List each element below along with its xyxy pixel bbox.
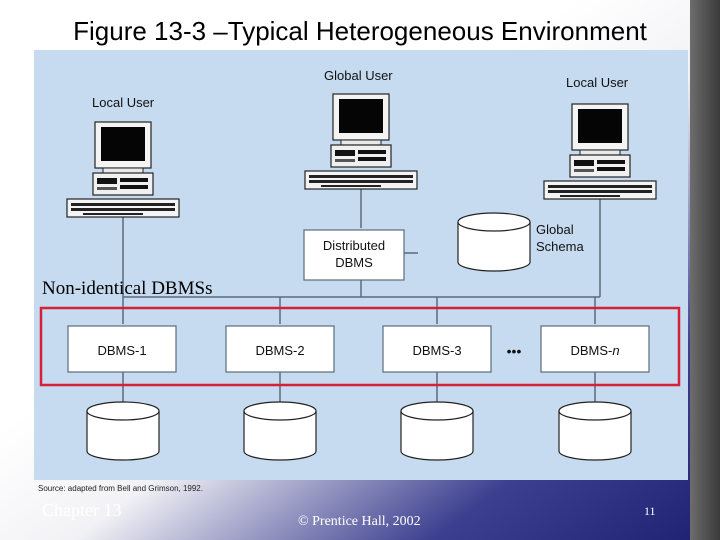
diagram-panel: Local User Global User Local User Distri… [34,50,688,480]
page-number: 11 [644,504,656,518]
database-1-cylinder-icon [86,401,160,461]
distributed-dbms-label-line1: Distributed [323,238,385,253]
slide-title: Figure 13-3 –Typical Heterogeneous Envir… [73,16,647,46]
dbms-2-label: DBMS-2 [255,343,304,358]
database-3-cylinder-icon [400,401,474,461]
global-schema-cylinder-icon [457,212,531,272]
dbms-3-box [382,325,492,373]
dbms-1-label: DBMS-1 [97,343,146,358]
dbms-2-box [225,325,335,373]
source-citation: Source: adapted from Bell and Grimson, 1… [38,484,203,493]
connector-lines [122,188,601,402]
distributed-dbms-label-line2: DBMS [335,255,373,270]
local-user-left-computer-icon [66,121,180,218]
local-user-right-label: Local User [566,75,629,90]
local-user-right-computer-icon [543,103,657,200]
dbms-ellipsis: ••• [507,343,522,359]
slide-side-shadow [690,0,720,540]
global-schema-label-line1: Global [536,222,574,237]
non-identical-dbms-annotation: Non-identical DBMSs [42,278,213,299]
dbms-3-label: DBMS-3 [412,343,461,358]
diagram-canvas: Local User Global User Local User Distri… [39,68,681,461]
database-2-cylinder-icon [243,401,317,461]
local-user-left-label: Local User [92,95,155,110]
dbms-n-box [540,325,650,373]
copyright-notice: © Prentice Hall, 2002 [298,514,421,529]
non-identical-dbms-highlight [39,306,681,387]
global-schema-label-line2: Schema [536,239,584,254]
dbms-n-label: DBMS-n [570,343,619,358]
chapter-label: Chapter 13 [42,500,122,520]
global-user-computer-icon [304,93,418,190]
global-user-label: Global User [324,68,393,83]
database-n-cylinder-icon [558,401,632,461]
distributed-dbms-box [303,229,405,281]
dbms-1-box [67,325,177,373]
